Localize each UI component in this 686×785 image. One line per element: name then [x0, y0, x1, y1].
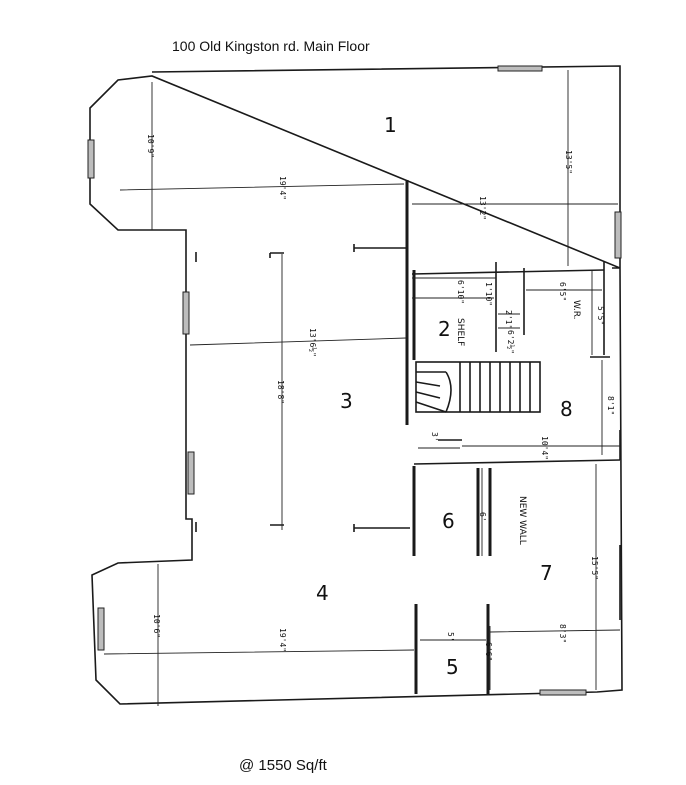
dimension-text: 13'6½" — [308, 328, 318, 357]
dimension-text: 1'10" — [484, 282, 493, 306]
window — [87, 139, 95, 179]
dimension-text: 6'6" — [484, 642, 493, 661]
window — [497, 65, 543, 72]
room-number: 1 — [384, 113, 397, 137]
dimension-text: 10'4" — [540, 436, 549, 460]
shelf-label: SHELF — [455, 318, 465, 346]
dimension-text: 8'1" — [606, 396, 615, 415]
dimension-text: 15'5" — [590, 556, 599, 580]
dimension-text: 6'2½" — [506, 330, 516, 354]
window — [614, 211, 622, 259]
wr-label: W.R. — [571, 300, 581, 320]
dimension-text: 6'5" — [558, 282, 567, 301]
dimension-text: 10'6" — [152, 614, 161, 638]
area-total: @ 1550 Sq/ft — [239, 757, 327, 774]
dimension-text: 6'10" — [456, 280, 465, 304]
stair-treads — [415, 362, 531, 413]
room-number: 3 — [340, 389, 353, 413]
room-number: 4 — [316, 581, 329, 605]
dimension-line — [103, 70, 621, 706]
stair-enclosure — [415, 361, 541, 413]
dimension-text: 10'9" — [146, 134, 155, 158]
dimension-text: 8'3" — [558, 624, 567, 643]
dimension-text: 5'5" — [596, 306, 605, 325]
wall-stub — [195, 244, 462, 532]
new-wall-label: NEW WALL — [517, 496, 527, 545]
outer-wall — [89, 65, 623, 705]
dimension-text: 19'4" — [278, 628, 287, 652]
partition-wall — [413, 459, 621, 465]
dimension-text: 13'5" — [564, 150, 573, 174]
room-number: 8 — [560, 397, 573, 421]
dimension-text: 5' — [446, 632, 455, 642]
dimension-text: 19'4" — [278, 176, 287, 200]
window — [97, 607, 105, 651]
room-number: 2 — [438, 317, 451, 341]
room-number: 5 — [446, 655, 459, 679]
window — [539, 689, 587, 696]
room-number: 6 — [442, 509, 455, 533]
window — [187, 451, 195, 495]
partition-wall — [411, 269, 605, 275]
window — [182, 291, 190, 335]
dimension-text: 3' — [430, 432, 439, 442]
dimension-text: 2'1" — [504, 310, 513, 329]
dimension-text: 18'8" — [276, 380, 285, 404]
plan-title: 100 Old Kingston rd. Main Floor — [172, 38, 370, 54]
room-number: 7 — [540, 561, 553, 585]
dimension-text: 13'2" — [478, 196, 487, 220]
dimension-text: 6' — [478, 512, 487, 522]
